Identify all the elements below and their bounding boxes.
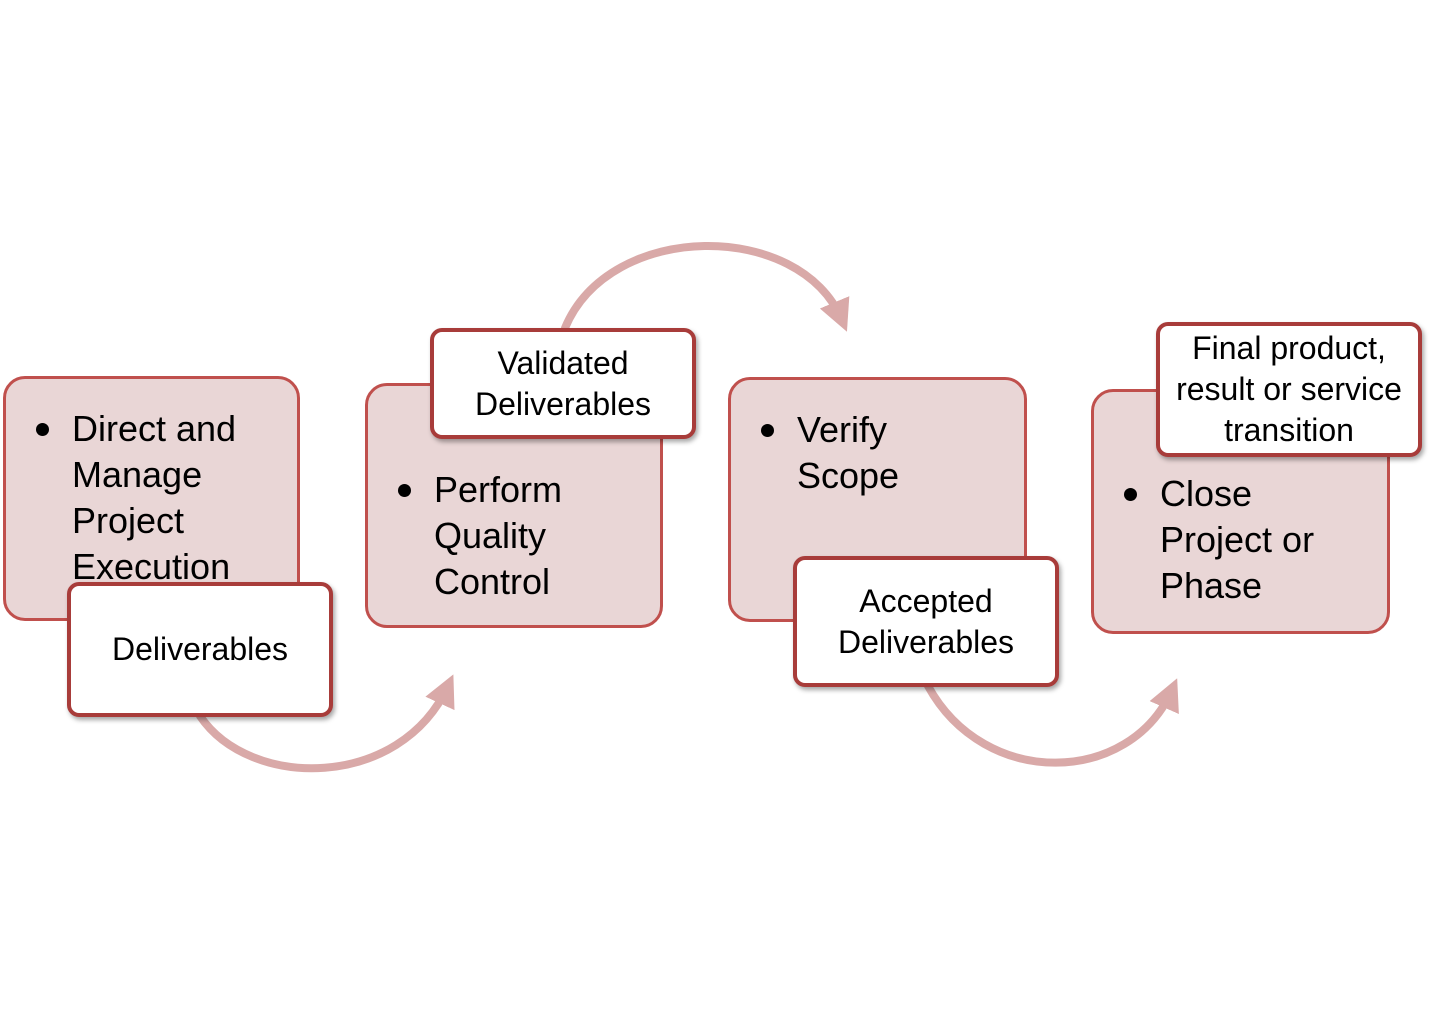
output-label: Deliverables <box>111 631 289 667</box>
output-validated-deliverables: Validated Deliverables <box>430 328 696 439</box>
bullet-icon <box>1124 488 1137 501</box>
output-deliverables: Deliverables <box>67 582 333 717</box>
process-direct-and-manage: Direct and Manage Project Execution <box>3 376 300 621</box>
process-label: Verify Scope <box>797 409 900 496</box>
output-accepted-deliverables: Accepted Deliverables <box>793 556 1059 687</box>
output-final-product: Final product, result or service transit… <box>1156 322 1422 457</box>
bullet-icon <box>761 424 774 437</box>
bullet-icon <box>398 484 411 497</box>
bullet-icon <box>36 423 49 436</box>
process-list-item: Close Project or Phase <box>1094 471 1387 609</box>
process-label: Direct and Manage Project Execution <box>72 408 237 587</box>
output-label: Final product, result or service transit… <box>1176 330 1402 448</box>
process-label: Close Project or Phase <box>1160 473 1315 606</box>
process-list-item: Direct and Manage Project Execution <box>6 406 297 590</box>
process-list-item: Perform Quality Control <box>368 467 660 605</box>
process-label: Perform Quality Control <box>434 469 563 602</box>
arrow-accepted-to-close <box>924 678 1179 767</box>
output-label: Validated Deliverables <box>474 344 652 422</box>
arrow-deliverables-to-quality <box>196 674 455 773</box>
process-list-item: Verify Scope <box>731 407 1024 499</box>
output-label: Accepted Deliverables <box>837 582 1015 660</box>
arrow-validated-to-verify <box>561 242 850 332</box>
